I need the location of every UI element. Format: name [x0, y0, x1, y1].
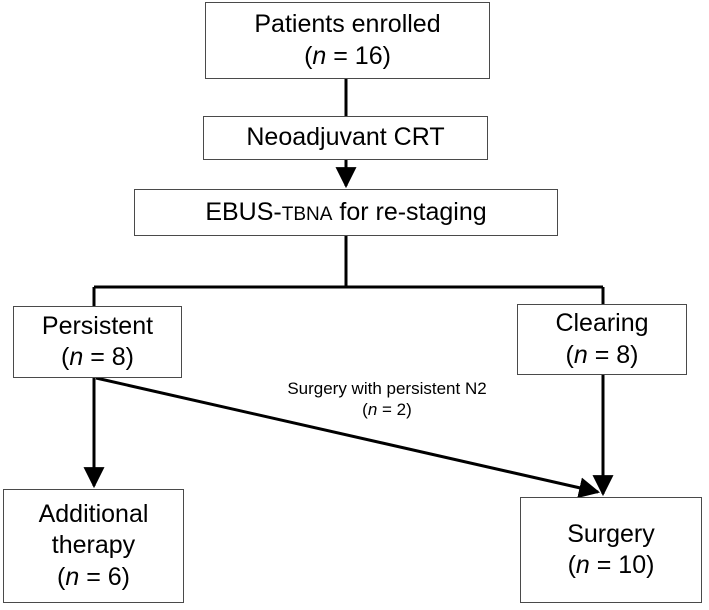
node-count: (n = 6) [57, 562, 130, 591]
node-count: (n = 8) [565, 340, 639, 369]
node-title-line1: Additional [38, 500, 149, 529]
edge-label-surgery-persistent-n2: Surgery with persistent N2 (n = 2) [262, 378, 512, 421]
node-title: Clearing [555, 309, 649, 338]
node-count: (n = 8) [61, 343, 134, 371]
node-clearing: Clearing (n = 8) [517, 304, 687, 375]
node-surgery: Surgery (n = 10) [520, 497, 702, 603]
arrow-persistent-surgery [95, 376, 601, 499]
node-patients-enrolled: Patients enrolled (n = 16) [205, 2, 490, 79]
node-count: (n = 10) [567, 551, 655, 579]
node-title: Neoadjuvant CRT [246, 123, 445, 152]
node-count: (n = 16) [304, 41, 391, 70]
edge-label-count: (n = 2) [362, 400, 412, 420]
node-title-line2: therapy [51, 531, 136, 560]
node-title: Patients enrolled [254, 10, 441, 39]
node-title: Persistent [41, 311, 154, 340]
node-ebus-tbna: EBUS-TBNA for re-staging [134, 189, 558, 236]
node-title: Surgery [567, 519, 655, 548]
node-additional-therapy: Additional therapy (n = 6) [3, 489, 184, 603]
node-neoadjuvant-crt: Neoadjuvant CRT [203, 116, 488, 160]
node-persistent: Persistent (n = 8) [13, 306, 182, 378]
edge-label-text: Surgery with persistent N2 [287, 379, 487, 398]
node-title: EBUS-TBNA for re-staging [205, 197, 487, 226]
